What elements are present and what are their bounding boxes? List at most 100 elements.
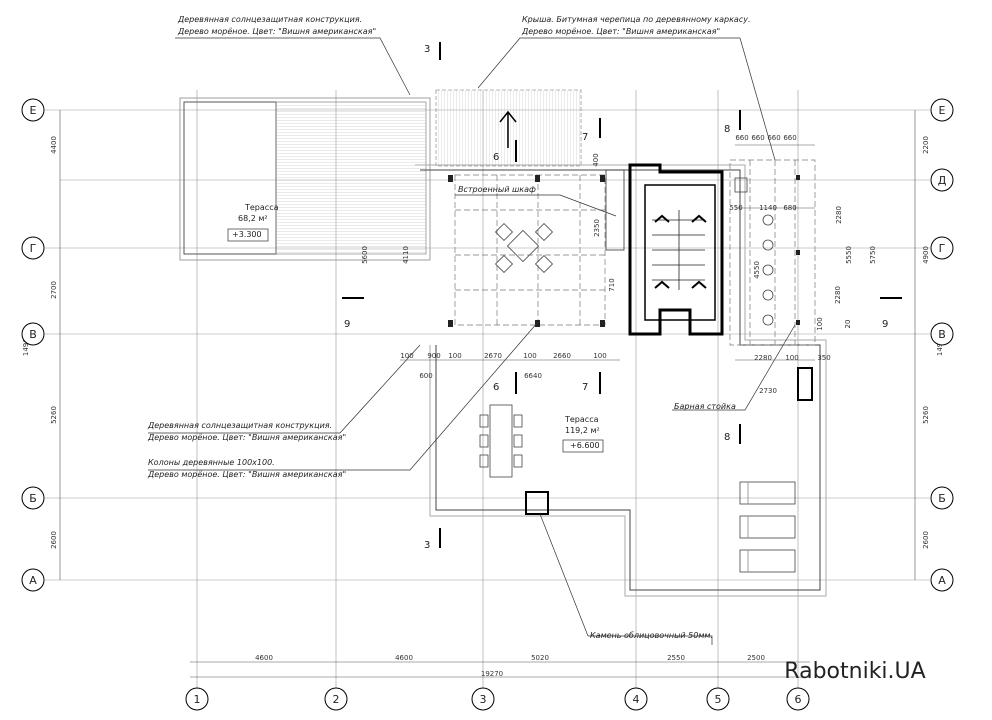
note-sunshade-top-1: Деревянная солнцезащитная конструкция. (177, 15, 362, 24)
dim-misc-2: 2350 (593, 219, 601, 237)
dim-misc-7: 100 (785, 354, 798, 362)
dim-misc-0: 600 (419, 372, 432, 380)
dim-misc-10: 660 (735, 134, 748, 142)
dim-misc-11: 660 (751, 134, 764, 142)
dim-bottom-2: 5020 (531, 654, 549, 662)
dim-misc-14: 550 (729, 204, 742, 212)
dim-left-3: 2600 (50, 531, 58, 549)
note-columns-1: Колоны деревянные 100х100. (148, 458, 275, 467)
leader-lines (148, 37, 796, 645)
axis-row-right-2-label: Г (939, 242, 946, 255)
axis-row-right-1-circle (930, 168, 954, 192)
terrace2-name: Терасса (564, 415, 599, 424)
dim-left-total: 14960 (22, 334, 30, 356)
dim-inner-h-4: 100 (523, 352, 536, 360)
wood-columns (448, 175, 800, 327)
stair-core (605, 163, 724, 336)
section-label-4: 7 (582, 132, 588, 143)
furniture-dining-upper (494, 222, 554, 274)
terrace1-level: +3.300 (232, 230, 262, 239)
dim-inner-h-3: 2670 (484, 352, 502, 360)
terrace-upper-left (179, 89, 582, 261)
axis-row-left-2-label: Г (30, 242, 37, 255)
axis-col-3-circle (624, 687, 648, 711)
dim-bottom-3: 2550 (667, 654, 685, 662)
note-wardrobe: Встроенный шкаф (458, 185, 536, 194)
sun-loungers (739, 481, 796, 573)
axis-col-0-label: 1 (194, 693, 201, 706)
dim-misc-5: 5600 (361, 246, 369, 264)
dim-misc-16: 680 (783, 204, 796, 212)
axis-row-left-3-circle (21, 322, 45, 346)
dim-misc-15: 1140 (759, 204, 777, 212)
section-label-2: 6 (493, 152, 499, 163)
stone-pillar (525, 491, 549, 515)
note-stone: Камень облицовочный 50мм. (590, 631, 713, 640)
section-label-1: 3 (424, 540, 430, 551)
bar-counter (797, 367, 813, 401)
axis-row-left-2-circle (21, 236, 45, 260)
dim-misc-4: 4110 (402, 246, 410, 264)
section-marks (342, 42, 902, 548)
dim-right-3: 2600 (922, 531, 930, 549)
bar-stools (734, 177, 774, 326)
terrace2-area: 119,2 м² (565, 426, 600, 435)
dim-misc-12: 660 (767, 134, 780, 142)
dim-inner-h-2: 100 (448, 352, 461, 360)
note-columns-2: Дерево морёное. Цвет: "Вишня американска… (147, 470, 346, 479)
terrace1-name: Терасса (244, 203, 279, 212)
dim-left-1: 2700 (50, 281, 58, 299)
dim-inner-h-5: 2660 (553, 352, 571, 360)
axis-row-left-5-circle (21, 568, 45, 592)
level-box-0 (227, 228, 269, 242)
dim-bottom-total: 19270 (481, 670, 503, 678)
axis-col-2-label: 3 (480, 693, 487, 706)
axis-row-left-3-label: В (29, 328, 37, 341)
section-label-8: 9 (344, 319, 350, 330)
dim-inner-h-1: 900 (427, 352, 440, 360)
furniture-dining-lower (479, 404, 523, 478)
axis-col-5-label: 6 (795, 693, 802, 706)
dim-bottom-1: 4600 (395, 654, 413, 662)
note-sunshade-mid-1: Деревянная солнцезащитная конструкция. (147, 421, 332, 430)
axis-col-2-circle (471, 687, 495, 711)
axis-col-4-label: 5 (715, 693, 722, 706)
note-bar: Барная стойка (674, 402, 736, 411)
dim-misc-6: 2280 (754, 354, 772, 362)
axis-row-right-3-label: В (938, 328, 946, 341)
dim-misc-20: 4550 (753, 261, 761, 279)
dim-right-0: 2200 (922, 136, 930, 154)
note-roof-2: Дерево морёное. Цвет: "Вишня американска… (521, 27, 720, 36)
watermark: Rabotniki.UA (784, 659, 925, 684)
dim-misc-24: 400 (592, 153, 600, 166)
dim-misc-19: 5750 (869, 246, 877, 264)
axis-row-right-3-circle (930, 322, 954, 346)
note-roof-1: Крыша. Битумная черепица по деревянному … (522, 15, 751, 24)
dim-misc-22: 100 (816, 317, 824, 330)
note-sunshade-top-2: Дерево морёное. Цвет: "Вишня американска… (177, 27, 376, 36)
note-sunshade-mid-2: Дерево морёное. Цвет: "Вишня американска… (147, 433, 346, 442)
axis-col-4-circle (706, 687, 730, 711)
axis-row-right-1-label: Д (938, 174, 947, 187)
axis-row-left-0-label: Е (30, 104, 37, 117)
axis-col-0-circle (185, 687, 209, 711)
beam-dashed-lines (454, 159, 816, 346)
dim-misc-1: 6640 (524, 372, 542, 380)
text-layer: Деревянная солнцезащитная конструкция. Де… (22, 15, 944, 684)
terrace-main-outline (415, 164, 827, 597)
axis-row-right-4-circle (930, 486, 954, 510)
level-box-1 (562, 439, 604, 453)
dim-lines (59, 110, 916, 678)
axis-col-1-circle (324, 687, 348, 711)
axis-row-right-2-circle (930, 236, 954, 260)
section-label-0: 3 (424, 44, 430, 55)
axis-col-1-label: 2 (333, 693, 340, 706)
section-label-9: 9 (882, 319, 888, 330)
dim-right-1: 4900 (922, 246, 930, 264)
axis-row-left-4-label: Б (29, 492, 37, 505)
terrace1-area: 68,2 м² (238, 214, 268, 223)
dim-left-2: 5260 (50, 406, 58, 424)
axis-row-right-5-label: А (938, 574, 946, 587)
